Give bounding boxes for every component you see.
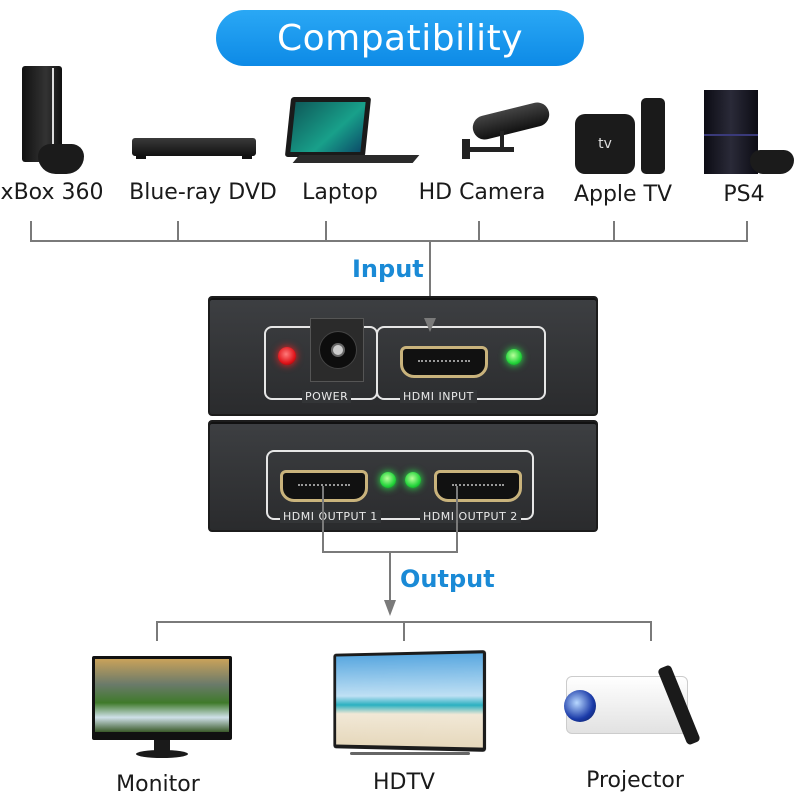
input-tick-laptop	[325, 221, 327, 241]
device-label-hd-camera: HD Camera	[418, 180, 546, 205]
output-1-feed-line	[322, 486, 324, 552]
output-2-feed-line	[456, 486, 458, 552]
compatibility-banner: Compatibility	[216, 10, 584, 66]
power-jack-icon[interactable]	[310, 318, 364, 382]
ps4-console-icon	[704, 90, 796, 174]
hdmi-input-port[interactable]	[400, 346, 488, 378]
output-1-status-led-green	[380, 472, 396, 488]
input-tick-xbox	[30, 221, 32, 241]
hdmi-output-2-port[interactable]	[434, 470, 522, 502]
input-tick-dvd	[177, 221, 179, 241]
banner-title: Compatibility	[276, 17, 524, 59]
output-tick-hdtv	[403, 621, 405, 641]
output-tick-projector	[650, 621, 652, 641]
hdmi-output-2-label: HDMI OUTPUT 2	[420, 510, 521, 523]
hdmi-output-1-label: HDMI OUTPUT 1	[280, 510, 381, 523]
hdtv-icon	[330, 648, 487, 760]
output-tick-monitor	[156, 621, 158, 641]
power-port-label: POWER	[302, 390, 352, 403]
input-label: Input	[352, 255, 424, 283]
output-down-line	[389, 552, 391, 602]
device-label-monitor: Monitor	[116, 772, 200, 797]
device-label-hdtv: HDTV	[373, 770, 435, 795]
input-tick-appletv	[613, 221, 615, 241]
device-label-ps4: PS4	[723, 182, 765, 207]
dvd-player-icon	[132, 138, 256, 162]
power-led-red	[278, 347, 296, 365]
laptop-icon	[284, 97, 420, 167]
input-feed-line	[429, 241, 431, 321]
hdmi-input-port-label: HDMI INPUT	[400, 390, 477, 403]
output-label: Output	[400, 565, 495, 593]
device-label-blue-ray-dvd: Blue-ray DVD	[129, 180, 277, 205]
output-2-status-led-green	[405, 472, 421, 488]
projector-icon	[562, 660, 712, 748]
hdmi-output-1-port[interactable]	[280, 470, 368, 502]
xbox-console-icon	[22, 66, 92, 178]
outputs-section-outline	[266, 450, 534, 520]
input-status-led-green	[506, 349, 522, 365]
input-arrow-head-icon	[424, 318, 436, 332]
input-tick-ps4	[746, 221, 748, 241]
device-label-projector: Projector	[586, 768, 684, 793]
apple-tv-icon: tv	[575, 98, 667, 174]
device-label-apple-tv: Apple TV	[573, 182, 673, 207]
device-label-laptop: Laptop	[302, 180, 378, 205]
input-bus-line	[30, 240, 748, 242]
output-arrow-head-icon	[384, 600, 396, 616]
security-camera-icon	[448, 99, 552, 163]
monitor-icon	[92, 656, 232, 760]
device-label-xbox-360: xBox 360	[0, 180, 104, 205]
input-tick-camera	[478, 221, 480, 241]
